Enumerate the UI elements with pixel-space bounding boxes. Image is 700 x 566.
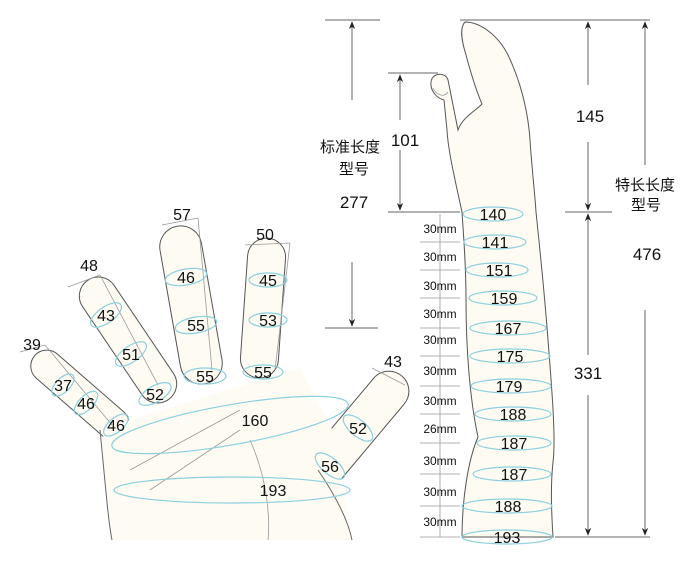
- arm-circ-6: 179: [496, 379, 523, 396]
- upper-length: 145: [576, 107, 604, 126]
- interval-7: 26mm: [423, 422, 456, 436]
- interval-5: 30mm: [423, 364, 456, 378]
- ring-label-1: 43: [97, 308, 115, 325]
- index-label-3: 55: [254, 365, 272, 382]
- arm-circ-1: 141: [482, 235, 509, 252]
- hand-illustration: 39 37 46 46 48 43 51 52 57 46 55 55 50 4…: [19, 207, 410, 541]
- arm-circumference-labels: 140 141 151 159 167 175 179 188 187 187 …: [480, 207, 528, 547]
- middle-label-3: 55: [196, 369, 214, 386]
- ring-label-2: 51: [122, 347, 140, 364]
- ring-label-3: 52: [146, 387, 164, 404]
- pinky-label-1: 37: [54, 378, 72, 395]
- standard-length: 277: [340, 193, 368, 212]
- middle-label-2: 55: [187, 318, 205, 335]
- pinky-label-2: 46: [77, 396, 95, 413]
- interval-6: 30mm: [423, 394, 456, 408]
- standard-label-line1: 标准长度: [320, 138, 380, 156]
- interval-10: 30mm: [423, 515, 456, 529]
- index-label-2: 53: [259, 313, 277, 330]
- palm-label-0: 160: [242, 413, 269, 430]
- arm-circ-2: 151: [486, 263, 513, 280]
- interval-8: 30mm: [423, 454, 456, 468]
- pinky-label-0: 39: [23, 337, 41, 354]
- arm-circ-10: 188: [495, 499, 522, 516]
- extra-label-line2: 型号: [631, 196, 661, 214]
- arm-illustration: [430, 21, 555, 538]
- ring-finger: [78, 276, 178, 404]
- arm-circ-0: 140: [480, 207, 507, 224]
- arm-outline: [430, 21, 555, 538]
- arm-circ-5: 175: [497, 349, 524, 366]
- index-label-0: 50: [256, 227, 274, 244]
- arm-circ-8: 187: [501, 436, 528, 453]
- palm-label-1: 193: [260, 483, 287, 500]
- interval-2: 30mm: [423, 279, 456, 293]
- interval-0: 30mm: [423, 222, 456, 236]
- interval-3: 30mm: [423, 307, 456, 321]
- interval-4: 30mm: [423, 333, 456, 347]
- arm-circ-3: 159: [491, 291, 518, 308]
- standard-label-line2: 型号: [339, 160, 369, 178]
- interval-9: 30mm: [423, 485, 456, 499]
- arm-circ-11: 193: [494, 530, 521, 547]
- thumb-label-0: 43: [384, 354, 402, 371]
- middle-label-0: 57: [173, 207, 191, 224]
- extra-length: 476: [633, 245, 661, 264]
- dimension-labels: 标准长度 型号 277 101 145 331 特长长度 型号 476: [320, 107, 675, 383]
- lower-length: 331: [574, 364, 602, 383]
- interval-ruler: 30mm 30mm 30mm 30mm 30mm 30mm 30mm 26mm …: [420, 214, 460, 538]
- index-finger: [239, 237, 287, 379]
- palm: [103, 368, 352, 540]
- extra-label-line1: 特长长度: [615, 176, 675, 194]
- interval-1: 30mm: [423, 250, 456, 264]
- thumb-label-2: 56: [321, 459, 339, 476]
- dimension-lines: [325, 19, 650, 538]
- thumb-length: 101: [391, 131, 419, 150]
- arm-circ-7: 188: [500, 407, 527, 424]
- middle-label-1: 46: [177, 270, 195, 287]
- index-label-1: 45: [259, 273, 277, 290]
- arm-measure-rings: [461, 206, 553, 545]
- thumb-label-1: 52: [349, 421, 367, 438]
- hand-measure-rings: [51, 267, 374, 504]
- ring-label-0: 48: [80, 258, 98, 275]
- arm-circ-9: 187: [501, 467, 528, 484]
- arm-circ-4: 167: [495, 321, 522, 338]
- pinky-label-3: 46: [107, 418, 125, 435]
